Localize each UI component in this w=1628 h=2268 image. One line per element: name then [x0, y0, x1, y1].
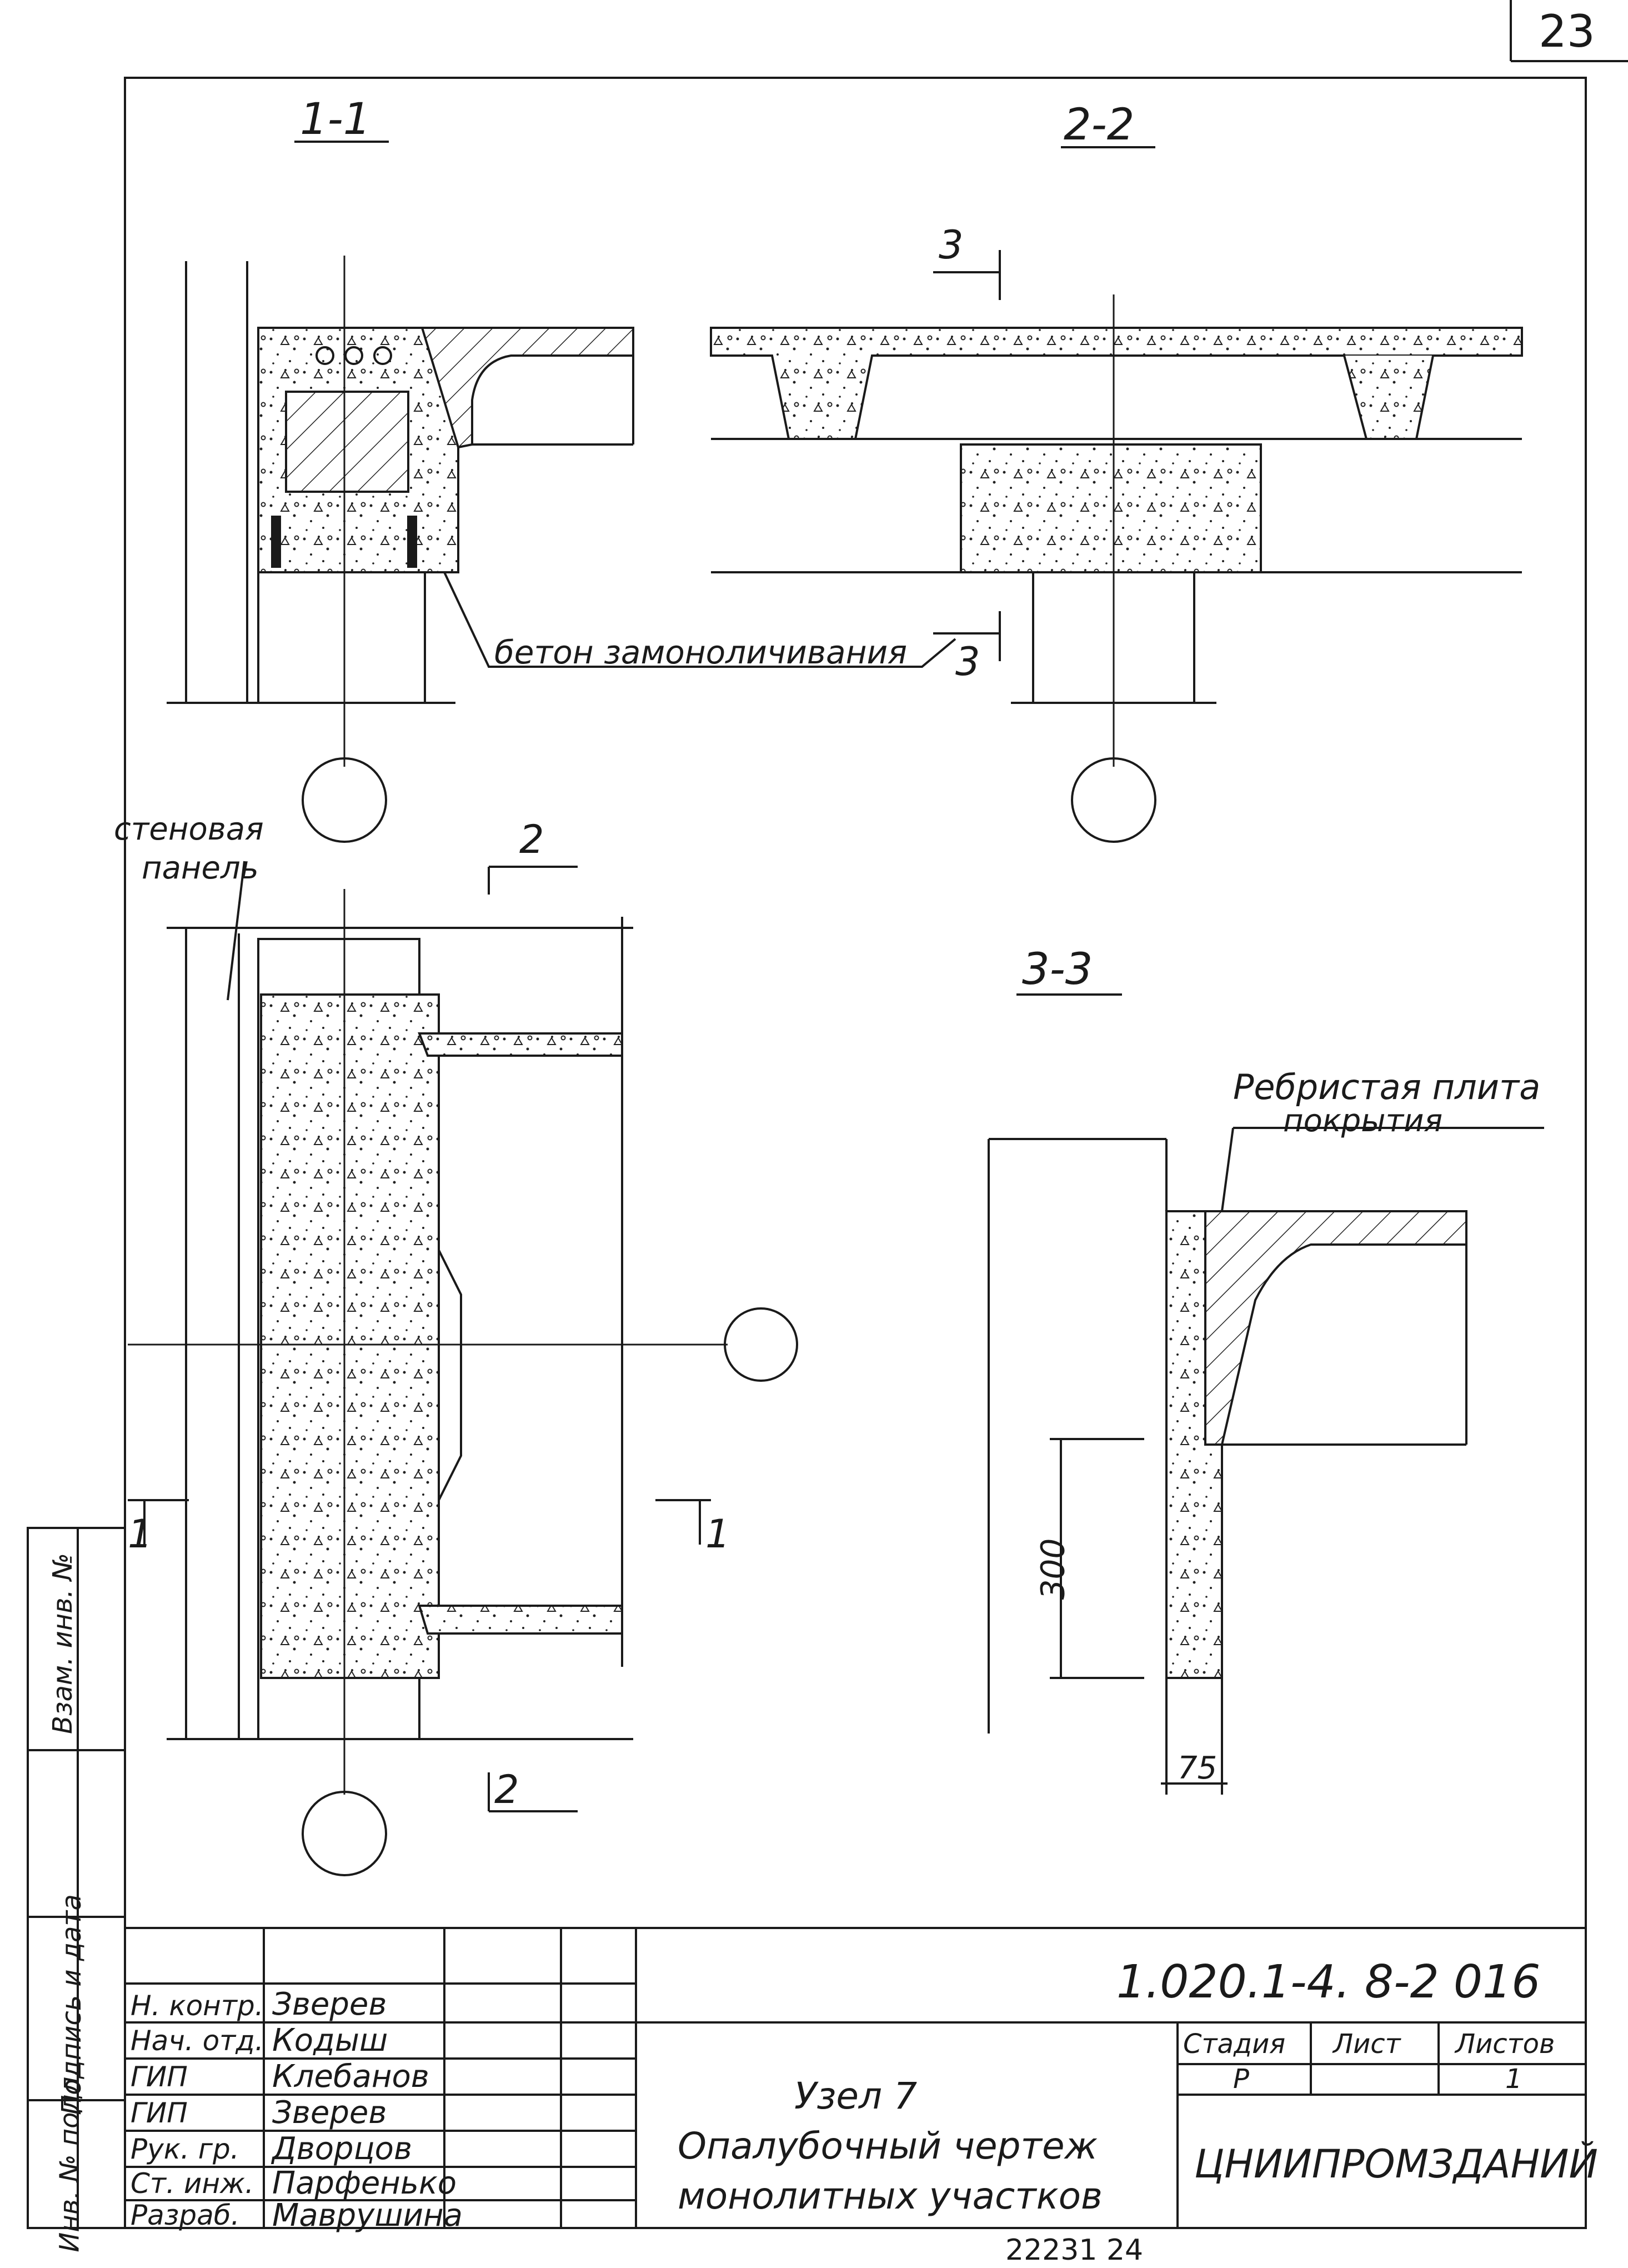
cut-mark-3-top: 3	[939, 222, 964, 268]
sheets-value: 1	[1505, 2064, 1522, 2095]
cut-mark-1-left: 1	[128, 1511, 153, 1557]
bottom-number: 22231 24	[1005, 2234, 1144, 2267]
section-title-1-1: 1-1	[300, 94, 371, 144]
tb-role-5: Рук. гр.	[131, 2133, 239, 2165]
tb-name-7: Маврушина	[272, 2197, 463, 2234]
tb-name-5: Дворцов	[272, 2131, 412, 2167]
tb-name-6: Парфенько	[272, 2165, 457, 2201]
title-line-1: Узел 7	[794, 2075, 918, 2117]
tb-name-2: Кодыш	[272, 2022, 388, 2059]
cut-mark-2-top: 2	[519, 817, 544, 862]
dimension-75: 75	[1178, 1750, 1218, 1786]
tb-role-1: Н. контр.	[131, 1990, 264, 2022]
stage-value: Р	[1233, 2064, 1249, 2095]
side-stamp-signature-date: Подпись и дата	[56, 1894, 87, 2115]
cut-mark-1-right: 1	[705, 1511, 730, 1557]
cut-mark-3-mid: 3	[955, 639, 980, 685]
section-title-3-3: 3-3	[1022, 945, 1093, 995]
cut-mark-2-bottom: 2	[494, 1767, 519, 1812]
doc-code: 1.020.1-4. 8-2 016	[1116, 1956, 1541, 2009]
sheets-header: Листов	[1455, 2029, 1555, 2060]
sheet-header: Лист	[1333, 2029, 1401, 2060]
title-line-2: Опалубочный чертеж	[678, 2125, 1098, 2167]
stage-header: Стадия	[1183, 2029, 1286, 2060]
page-number: 23	[1539, 6, 1595, 57]
tb-name-4: Зверев	[272, 2095, 387, 2131]
tb-name-1: Зверев	[272, 1986, 387, 2022]
label-ribbed-slab-line2: покрытия	[1283, 1103, 1443, 1139]
tb-name-3: Клебанов	[272, 2059, 429, 2095]
title-line-3: монолитных участков	[678, 2175, 1103, 2217]
tb-role-7: Разраб.	[131, 2199, 240, 2231]
label-wall-panel-line2: панель	[142, 850, 259, 886]
label-ribbed-slab-line1: Ребристая плита	[1233, 1067, 1541, 1107]
tb-role-4: ГИП	[131, 2097, 188, 2129]
organization: ЦНИИПРОМЗДАНИЙ	[1194, 2141, 1598, 2187]
label-wall-panel-line1: стеновая	[114, 811, 264, 847]
tb-role-2: Нач. отд.	[131, 2025, 264, 2057]
label-concrete: бетон замоноличивания	[494, 633, 908, 671]
side-stamp-vzam-inv: Взам. инв. №	[47, 1553, 78, 1734]
tb-role-3: ГИП	[131, 2061, 188, 2093]
section-title-2-2: 2-2	[1064, 100, 1135, 150]
tb-role-6: Ст. инж.	[131, 2167, 254, 2200]
dimension-300: 300	[1034, 1538, 1072, 1600]
